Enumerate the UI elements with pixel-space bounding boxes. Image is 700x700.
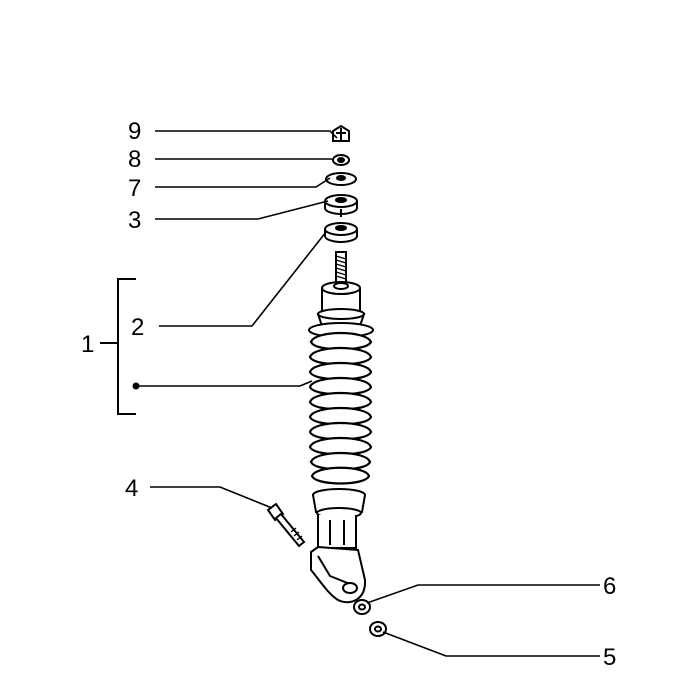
- leader-9: [155, 130, 338, 139]
- part-7-flat-washer: [325, 172, 357, 186]
- leader-1-spring: [136, 380, 313, 387]
- part-8-small-washer: [332, 154, 350, 166]
- bolt-threads: [290, 527, 303, 541]
- leader-6: [366, 584, 600, 604]
- leader-2: [159, 231, 327, 327]
- callout-5: 5: [603, 644, 616, 671]
- leader-3: [155, 200, 329, 220]
- part-2-lower-rubber-bush: [324, 222, 358, 243]
- callout-8: 8: [128, 146, 141, 173]
- rod-threads: [335, 255, 347, 280]
- assembly-bracket-1: [100, 278, 136, 415]
- callout-1: 1: [81, 331, 94, 358]
- leader-5: [382, 631, 600, 657]
- leader-4: [150, 486, 273, 509]
- callout-9: 9: [128, 118, 141, 145]
- callout-2: 2: [131, 314, 144, 341]
- leader-7: [155, 177, 331, 188]
- part-9-top-nut: [332, 124, 350, 142]
- callout-4: 4: [125, 475, 138, 502]
- part-5-nut: [369, 621, 387, 637]
- callout-labels: 9 8 7 3 1 2 4 6 5: [81, 118, 616, 671]
- part-6-spacer: [353, 599, 371, 615]
- callout-6: 6: [603, 573, 616, 600]
- leader-lines: [136, 130, 600, 657]
- leader-1-dot: [132, 382, 140, 390]
- callout-3: 3: [128, 207, 141, 234]
- part-1-shock-absorber: [308, 251, 374, 604]
- spring-coils: [308, 332, 373, 485]
- callout-7: 7: [128, 175, 141, 202]
- part-4-bolt: [266, 502, 306, 548]
- part-3-upper-rubber-bush: [324, 194, 358, 217]
